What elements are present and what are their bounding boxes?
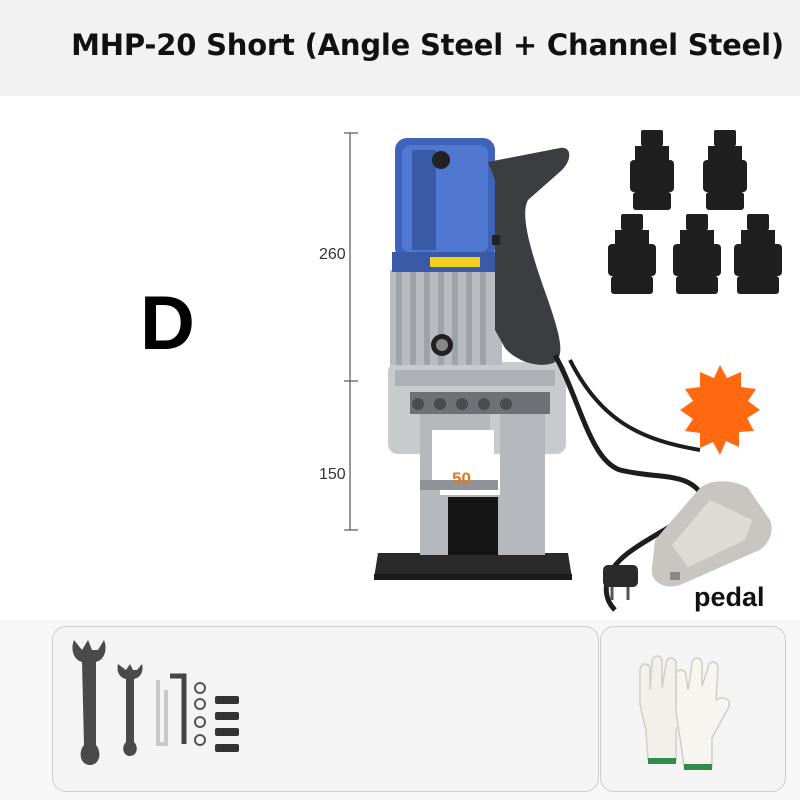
pedal-label: pedal xyxy=(694,582,765,612)
throat-width-label: 50 xyxy=(452,469,471,488)
dimension-upper-label: 260 xyxy=(319,246,346,263)
dimension-lower-label: 150 xyxy=(319,466,346,483)
title-band xyxy=(0,0,800,96)
accessories-panel xyxy=(52,626,599,792)
variant-letter: D xyxy=(140,281,195,366)
product-title: MHP-20 Short (Angle Steel + Channel Stee… xyxy=(71,28,784,62)
